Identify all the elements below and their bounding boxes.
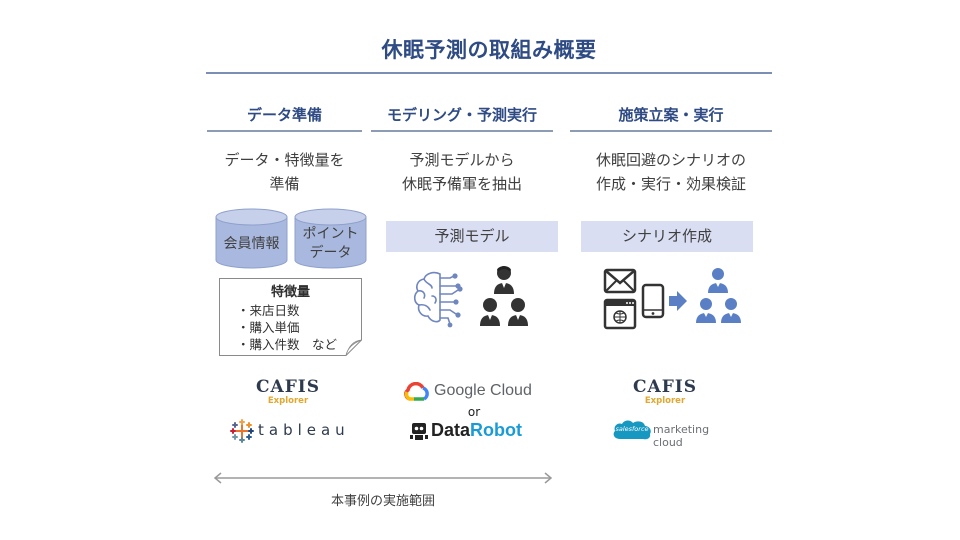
database-member-info: 会員情報 [215, 208, 288, 270]
feature-item: ・購入単価 [237, 320, 300, 335]
database-cylinder-icon [215, 208, 288, 269]
title-divider [206, 72, 772, 74]
tableau-cross-icon [230, 419, 254, 443]
description-line: 予測モデルから [409, 151, 515, 169]
cafis-explorer-logo: CAFIS Explorer [228, 378, 348, 406]
salesforce-cloud-icon [613, 420, 651, 440]
tableau-logo: tableau [230, 419, 360, 443]
scope-label: 本事例の実施範囲 [330, 494, 435, 509]
description-line: 休眠回避のシナリオの [595, 151, 746, 169]
column-divider [371, 130, 553, 132]
people-group-icon [480, 266, 528, 326]
features-title: 特徴量 [270, 285, 310, 300]
database-label: ポイント [302, 226, 359, 242]
browser-icon [603, 298, 637, 330]
banner-scenario-creation: シナリオ作成 [581, 221, 753, 252]
datarobot-data: Data [431, 420, 471, 440]
or-separator: or [467, 405, 481, 419]
feature-item: ・購入件数 など [237, 337, 338, 352]
datarobot-logo: DataRobot [410, 420, 550, 444]
note-paper-icon [219, 278, 362, 356]
marketing-cloud-wordmark: marketing cloud [653, 423, 710, 449]
cafis-wordmark: CAFIS [255, 377, 321, 397]
page-title: 休眠予測の取組み概要 [381, 38, 597, 62]
column-description-data-prep: データ・特徴量を 準備 [207, 148, 362, 196]
salesforce-marketing-cloud-logo: salesforce marketing cloud [612, 419, 742, 449]
explorer-wordmark: Explorer [644, 396, 686, 406]
description-line: 準備 [269, 175, 300, 193]
database-label: 会員情報 [223, 236, 280, 252]
arrow-right-icon [669, 291, 687, 311]
explorer-wordmark: Explorer [267, 396, 309, 406]
features-note: 特徴量 ・来店日数 ・購入単価 ・購入件数 など [219, 278, 362, 356]
column-description-modeling: 予測モデルから 休眠予備軍を抽出 [371, 148, 553, 196]
column-heading-execution: 施策立案・実行 [618, 106, 724, 124]
feature-item: ・来店日数 [237, 303, 300, 318]
cafis-wordmark: CAFIS [632, 377, 698, 397]
brain-circuit-icon [413, 271, 463, 328]
database-label: データ [309, 245, 352, 261]
datarobot-icon [410, 423, 428, 440]
column-divider [207, 130, 362, 132]
email-icon [603, 268, 637, 294]
description-line: 作成・実行・効果検証 [595, 175, 746, 193]
cafis-explorer-logo: CAFIS Explorer [605, 378, 725, 406]
column-divider [570, 130, 772, 132]
column-heading-data-prep: データ準備 [246, 106, 322, 124]
tableau-wordmark: tableau [258, 421, 350, 439]
salesforce-badge-text: salesforce [615, 425, 649, 433]
google-cloud-icon [404, 382, 429, 401]
scope-double-arrow [213, 472, 553, 484]
datarobot-wordmark: DataRobot [431, 420, 522, 441]
google-cloud-wordmark: Google Cloud [434, 382, 532, 399]
google-cloud-logo: Google Cloud [404, 381, 544, 403]
column-description-execution: 休眠回避のシナリオの 作成・実行・効果検証 [570, 148, 772, 196]
database-cylinder-icon [294, 208, 367, 269]
database-point-data: ポイント データ [294, 208, 367, 270]
people-group-icon [696, 268, 741, 323]
description-line: 休眠予備軍を抽出 [401, 175, 522, 193]
column-heading-modeling: モデリング・予測実行 [386, 106, 537, 124]
description-line: データ・特徴量を [224, 151, 345, 169]
banner-prediction-model: 予測モデル [386, 221, 558, 252]
smartphone-icon [641, 283, 665, 319]
datarobot-robot: Robot [470, 420, 522, 440]
